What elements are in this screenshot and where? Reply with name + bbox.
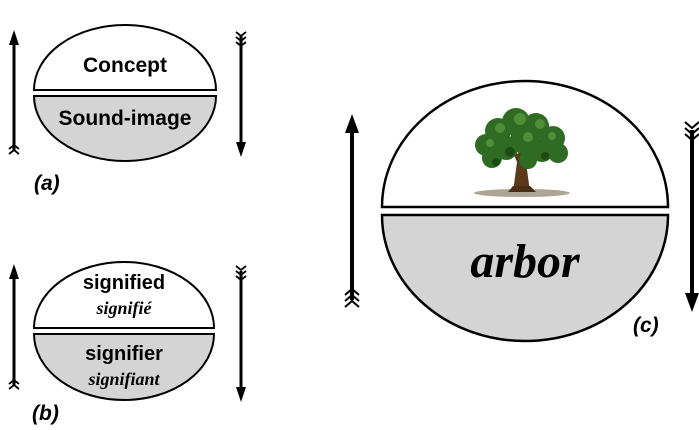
tree-icon — [474, 108, 570, 197]
arbor-label: arbor — [470, 235, 581, 288]
up-arrow-icon — [344, 114, 360, 308]
down-arrow-icon — [235, 31, 247, 157]
panel-label: (a) — [34, 172, 60, 195]
signifier-label: signifier — [85, 343, 163, 365]
panel-label: (b) — [32, 402, 59, 425]
panel-b: signified signifié signifier signifiant … — [8, 261, 247, 425]
up-arrow-icon — [8, 264, 20, 390]
signifiant-label: signifiant — [87, 369, 160, 389]
signifie-label: signifié — [95, 298, 152, 318]
sound-image-label: Sound-image — [58, 107, 191, 130]
signified-label: signified — [83, 272, 165, 294]
panel-a: Concept Sound-image (a) — [8, 24, 247, 195]
panel-c: arbor (c) — [344, 79, 699, 343]
panel-label: (c) — [633, 314, 659, 337]
sign-oval — [32, 24, 218, 162]
down-arrow-icon — [235, 265, 247, 402]
down-arrow-icon — [684, 121, 699, 312]
sign-oval — [32, 261, 216, 401]
up-arrow-icon — [8, 30, 20, 155]
concept-label: Concept — [83, 54, 167, 77]
